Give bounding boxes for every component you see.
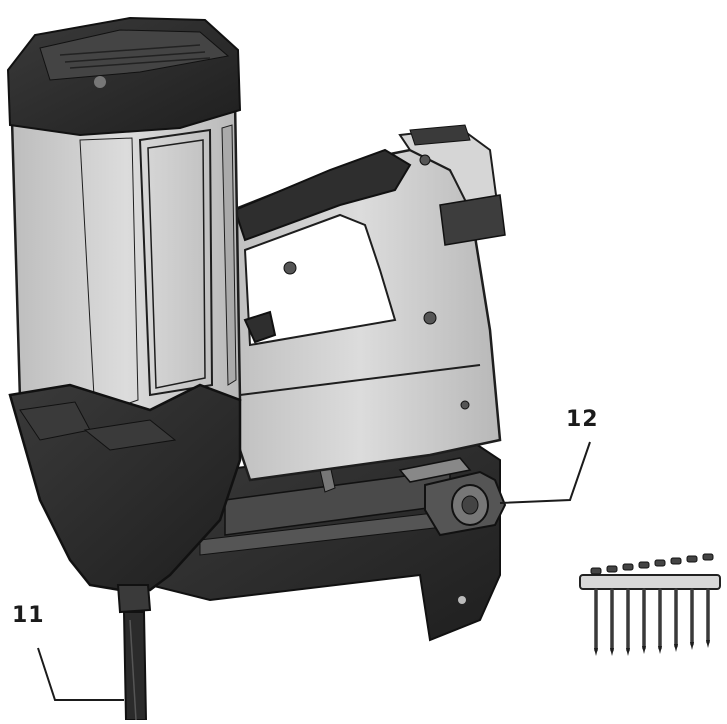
nose-piece [8, 383, 242, 592]
nail-strip [579, 553, 721, 656]
magazine-rail [148, 438, 501, 642]
top-cap [6, 16, 242, 137]
main-housing [10, 98, 242, 432]
leader-line-11 [37, 647, 124, 701]
depth-adjuster [398, 457, 507, 537]
trigger [243, 310, 277, 344]
callout-label-11: 11 [12, 603, 45, 628]
callout-label-12: 12 [566, 407, 599, 432]
tool-frame [218, 124, 506, 482]
leader-line-12 [499, 441, 591, 504]
handle-grip [233, 148, 412, 242]
power-cord [116, 584, 152, 721]
